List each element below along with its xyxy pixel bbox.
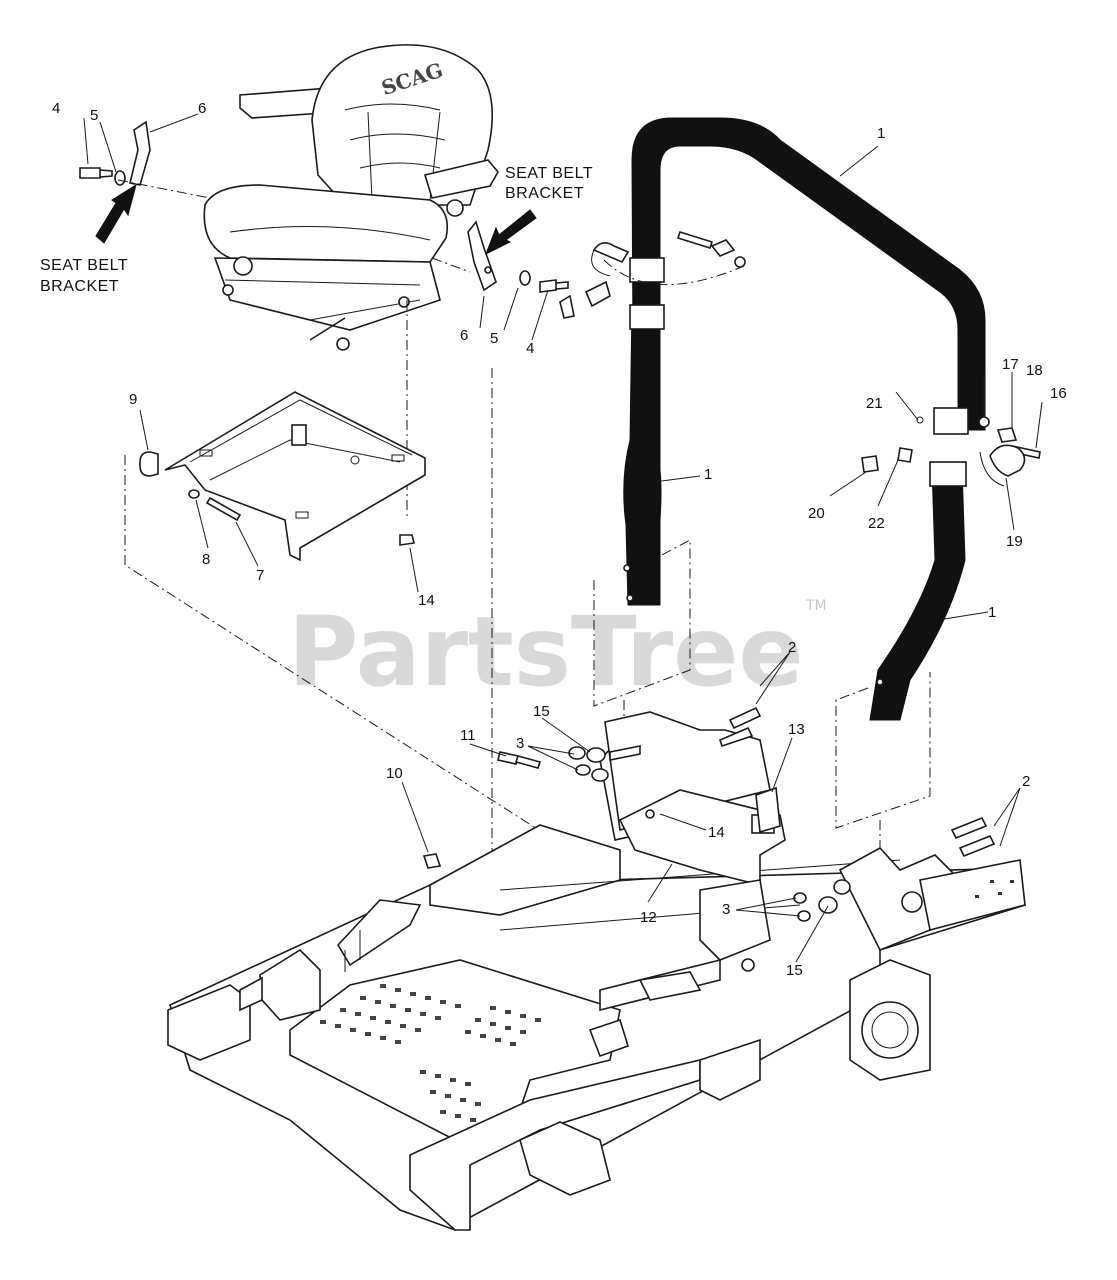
frame-hardware (422, 706, 996, 922)
callout-right-line2: BRACKET (505, 185, 584, 202)
seat-hardware (79, 167, 569, 293)
part-label-4-right: 4 (526, 340, 534, 357)
seat-belt-bracket-left (129, 120, 151, 186)
seat-belt-bracket-right (467, 220, 497, 292)
part-label-11: 11 (460, 727, 476, 744)
part-label-21: 21 (866, 395, 883, 412)
part-label-6-left: 6 (198, 100, 206, 117)
part-label-14-frame: 14 (708, 824, 725, 841)
part-label-3-lower: 3 (722, 901, 730, 918)
callout-right-line1: SEAT BELT (505, 165, 593, 182)
seat-cushion (203, 184, 449, 263)
arrow-bracket-right (485, 209, 537, 256)
part-labels: 1 1 1 2 2 3 3 4 4 5 5 6 6 7 8 9 10 11 12… (52, 100, 1067, 979)
rops-clamp-right-top (933, 407, 969, 435)
seat-foot-left (222, 284, 234, 296)
part-label-3-upper: 3 (516, 735, 524, 752)
part-label-1-right-leg: 1 (988, 604, 996, 621)
seat-right-armrest (423, 159, 499, 199)
rops-hardware (559, 231, 1041, 487)
part-label-14-plate: 14 (418, 592, 435, 609)
part-label-20: 20 (808, 505, 825, 522)
rops-right-leg (869, 461, 967, 721)
seat-foot-front (336, 337, 350, 351)
part-label-15-upper: 15 (533, 703, 550, 720)
part-label-1-left-leg: 1 (704, 466, 712, 483)
leader-lines (83, 113, 1043, 963)
part-label-8: 8 (202, 551, 210, 568)
part-label-9: 9 (129, 391, 137, 408)
part-label-17: 17 (1002, 356, 1019, 373)
part-label-5-right: 5 (490, 330, 498, 347)
part-13-bracket (755, 786, 781, 834)
part-12-plate (618, 789, 786, 887)
callout-left-line1: SEAT BELT (40, 257, 128, 274)
rops-upper-hoop (629, 117, 986, 435)
callout-seat-belt-bracket-right: SEAT BELT BRACKET (505, 165, 593, 202)
rops-clamp-left-top (629, 257, 665, 283)
seat-mount-plate (139, 391, 426, 562)
floor-plate (289, 959, 621, 1141)
part-label-10: 10 (386, 765, 403, 782)
seat-knob (233, 256, 253, 276)
part-label-13: 13 (788, 721, 805, 738)
rops-left-leg (623, 304, 665, 606)
mower-frame (167, 711, 1026, 1231)
part-label-4-left: 4 (52, 100, 60, 117)
watermark-trademark: TM (805, 598, 827, 614)
part-label-16: 16 (1050, 385, 1067, 402)
part-label-18: 18 (1026, 362, 1043, 379)
watermark-text: PartsTree (288, 596, 803, 708)
frame-block (638, 971, 702, 1001)
part-label-7: 7 (256, 567, 264, 584)
callout-left-line2: BRACKET (40, 278, 119, 295)
part-9-cap (139, 451, 159, 477)
part-label-5-left: 5 (90, 107, 98, 124)
frame-wheel-hub (861, 1001, 919, 1059)
seat-assembly: SCAG (203, 44, 499, 351)
callout-seat-belt-bracket-left: SEAT BELT BRACKET (40, 257, 128, 295)
watermark: PartsTree TM (288, 596, 827, 708)
seat-backrest (311, 44, 493, 206)
rops-clamp-left-bottom (629, 304, 665, 330)
part-label-2-lower: 2 (1022, 773, 1030, 790)
part-label-19: 19 (1006, 533, 1023, 550)
part-label-15-lower: 15 (786, 962, 803, 979)
arrow-bracket-left (95, 183, 137, 244)
floor-perforations (320, 984, 541, 1126)
part-label-22: 22 (868, 515, 885, 532)
part-label-2-upper: 2 (788, 639, 796, 656)
rops-clamp-right-bottom (929, 461, 967, 487)
seat-pivot-bolt (446, 199, 464, 217)
plate-post (291, 424, 307, 446)
part-label-6-right: 6 (460, 327, 468, 344)
part-label-12: 12 (640, 909, 657, 926)
part-label-1-top: 1 (877, 125, 885, 142)
